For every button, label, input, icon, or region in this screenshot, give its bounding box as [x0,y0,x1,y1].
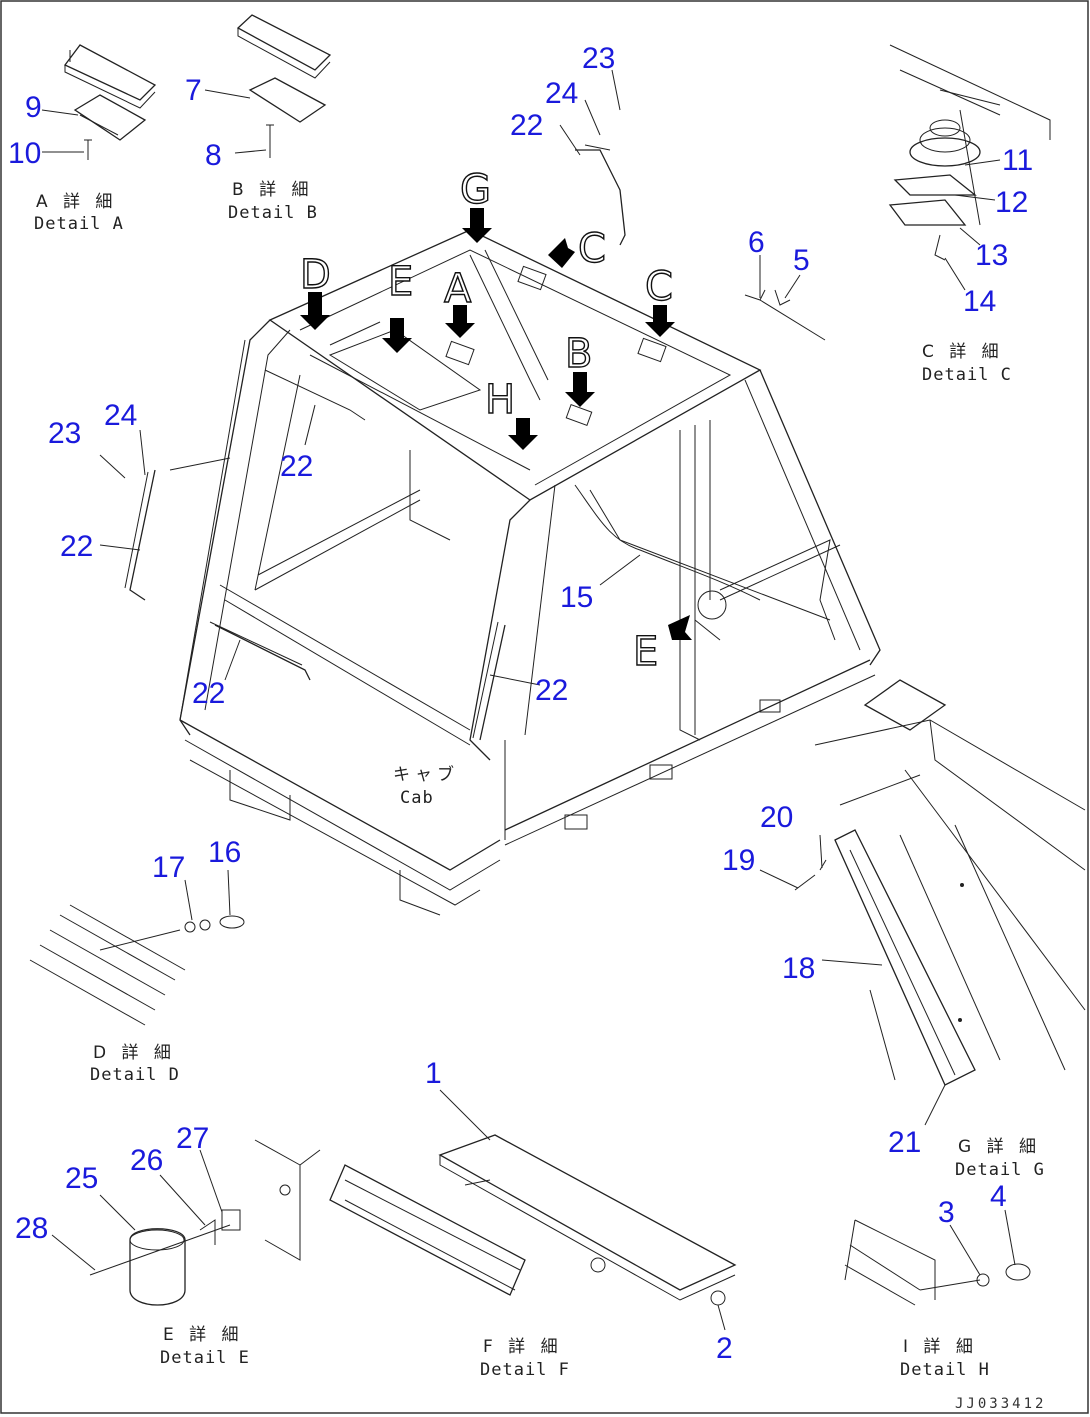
callout-6: 6 [748,226,765,259]
view-letter-g: G [460,167,491,213]
callout-2: 2 [716,1332,733,1365]
caption-d-en: Detail D [90,1065,180,1085]
callout-23-top: 23 [582,42,615,75]
callout-24-top: 24 [545,77,578,110]
view-letter-b: B [565,331,592,377]
caption-e-jp: E 詳 細 [163,1325,244,1345]
detail-g-drawing [794,679,1086,1086]
detail-b-drawing [236,14,332,158]
detail-a-drawing [63,44,157,160]
callout-21: 21 [888,1126,921,1159]
callout-7: 7 [185,74,202,107]
caption-c-jp: C 詳 細 [922,342,1004,362]
callout-22-right: 22 [535,674,568,707]
callout-9: 9 [25,91,42,124]
detail-d-drawing [29,904,245,1026]
callout-11: 11 [1002,144,1033,177]
detail-f-drawing [329,1134,737,1306]
view-letter-e-roof: E [388,259,413,305]
caption-e-en: Detail E [160,1348,250,1368]
caption-c-en: Detail C [922,365,1012,385]
detail-c-drawing [888,44,1051,261]
caption-f-en: Detail F [480,1360,570,1380]
callout-22-top: 22 [510,109,543,142]
callout-27: 27 [176,1122,209,1155]
caption-b-en: Detail B [228,203,318,223]
caption-b-jp: B 詳 細 [232,180,313,200]
callout-8: 8 [205,139,222,172]
view-letters: D E A G C C B H E [299,166,673,675]
callout-22-left: 22 [60,530,93,563]
callout-16: 16 [208,836,241,869]
caption-h-en: Detail H [900,1360,990,1380]
callout-22-roof: 22 [280,450,313,483]
callout-19: 19 [722,844,755,877]
callout-24-left: 24 [104,399,137,432]
callout-14: 14 [963,285,996,318]
caption-a-en: Detail A [34,214,124,234]
caption-g-en: Detail G [955,1160,1045,1180]
callout-13: 13 [975,239,1008,272]
callout-10: 10 [8,137,41,170]
cab-assembly [179,229,881,916]
view-letter-d: D [300,252,331,298]
callout-25: 25 [65,1162,98,1195]
leader-lines [41,69,1016,1331]
callout-12: 12 [995,186,1028,219]
callout-26: 26 [130,1144,163,1177]
caption-a-jp: A 詳 細 [36,192,117,212]
callout-23-left: 23 [48,417,81,450]
view-letter-a: A [444,266,472,312]
callout-28: 28 [15,1212,48,1245]
view-letter-c: C [645,264,673,310]
cab-label-en: Cab [400,788,434,808]
view-letter-e: E [633,629,658,675]
callout-20: 20 [760,801,793,834]
detail-h-drawing [844,1219,1031,1306]
detail-captions: A 詳 細 Detail A B 詳 細 Detail B C 詳 細 Deta… [34,180,1045,1380]
caption-h-jp: I 詳 細 [903,1337,978,1357]
callout-4: 4 [990,1180,1007,1213]
view-letter-h: H [485,377,515,423]
detail-e-drawing [89,1139,321,1306]
drawing-code: JJ033412 [955,1396,1046,1412]
callout-5: 5 [793,244,810,277]
view-arrows [300,208,692,640]
callout-15: 15 [560,581,593,614]
callout-22-front: 22 [192,677,225,710]
callout-17: 17 [152,851,185,884]
grab-rails [124,144,626,741]
callout-1: 1 [425,1057,442,1090]
parts-5-6 [744,289,826,341]
cab-label-jp: キャブ [393,764,459,785]
caption-f-jp: F 詳 細 [483,1337,563,1357]
callout-3: 3 [938,1196,955,1229]
caption-d-jp: D 詳 細 [93,1043,176,1063]
view-letter-c-roof: C [578,226,606,272]
caption-g-jp: G 詳 細 [958,1137,1041,1157]
callout-numbers: 1 2 3 4 5 6 7 8 9 10 11 12 13 14 15 16 1… [8,42,1033,1365]
callout-18: 18 [782,952,815,985]
